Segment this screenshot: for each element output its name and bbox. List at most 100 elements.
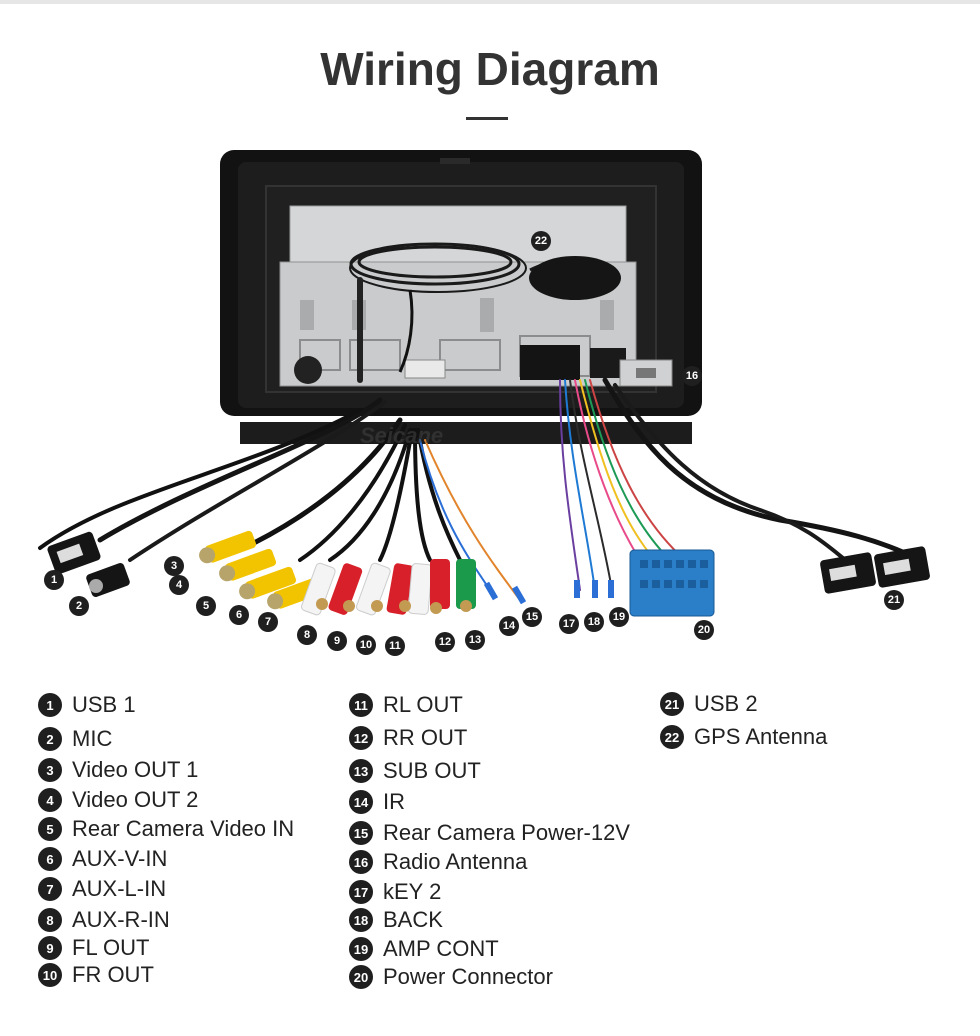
legend-item-12: 12 RR OUT: [349, 725, 467, 751]
legend-number-badge: 9: [38, 936, 62, 960]
callout-8: 8: [297, 625, 317, 645]
callout-20: 20: [694, 620, 714, 640]
title-underline: [466, 117, 508, 120]
legend-item-8: 8 AUX-R-IN: [38, 907, 170, 933]
legend-label: MIC: [72, 726, 113, 751]
wire-ends: [483, 580, 614, 605]
legend-number-badge: 22: [660, 725, 684, 749]
legend-number-badge: 15: [349, 821, 373, 845]
callout-5: 5: [196, 596, 216, 616]
legend-item-21: 21 USB 2: [660, 691, 758, 717]
callout-11: 11: [385, 636, 405, 656]
callout-10: 10: [356, 635, 376, 655]
callout-3: 3: [164, 556, 184, 576]
usb2-plugs: [820, 546, 930, 594]
legend-label: Radio Antenna: [383, 849, 528, 874]
callout-18: 18: [584, 612, 604, 632]
legend-item-18: 18 BACK: [349, 907, 443, 933]
gps-antenna: [349, 242, 621, 383]
legend-item-3: 3 Video OUT 1: [38, 757, 198, 783]
legend-number-badge: 19: [349, 937, 373, 961]
legend-label: Rear Camera Power-12V: [383, 820, 630, 845]
legend-number-badge: 6: [38, 847, 62, 871]
harness-cables: [38, 377, 923, 601]
callout-12: 12: [435, 632, 455, 652]
watermark: Seicane: [360, 423, 443, 448]
callout-4: 4: [169, 575, 189, 595]
legend-label: AUX-R-IN: [72, 907, 170, 932]
legend-label: Video OUT 2: [72, 787, 199, 812]
legend-item-19: 19 AMP CONT: [349, 936, 499, 962]
callout-22: 22: [531, 231, 551, 251]
legend-item-2: 2 MIC: [38, 726, 112, 752]
legend-number-badge: 2: [38, 727, 62, 751]
legend-label: SUB OUT: [383, 758, 481, 783]
callout-6: 6: [229, 605, 249, 625]
power-connector: [629, 549, 715, 617]
legend-number-badge: 4: [38, 788, 62, 812]
legend-item-5: 5 Rear Camera Video IN: [38, 816, 294, 842]
callout-17: 17: [559, 614, 579, 634]
wiring-diagram-illustration: Seicane: [38, 150, 930, 617]
callout-9: 9: [327, 631, 347, 651]
legend-item-11: 11 RL OUT: [349, 692, 463, 718]
callout-14: 14: [499, 616, 519, 636]
legend-item-4: 4 Video OUT 2: [38, 787, 198, 813]
legend-label: USB 2: [694, 691, 758, 716]
legend-item-16: 16 Radio Antenna: [349, 849, 527, 875]
legend-item-6: 6 AUX-V-IN: [38, 846, 167, 872]
callout-19: 19: [609, 607, 629, 627]
usb1-plug: [47, 531, 101, 575]
legend-item-1: 1 USB 1: [38, 692, 136, 718]
head-unit: [220, 150, 702, 444]
legend-label: RR OUT: [383, 725, 468, 750]
legend-item-20: 20 Power Connector: [349, 964, 553, 990]
legend-number-badge: 5: [38, 817, 62, 841]
legend-label: AUX-V-IN: [72, 846, 168, 871]
legend-item-7: 7 AUX-L-IN: [38, 876, 166, 902]
callout-15: 15: [522, 607, 542, 627]
callout-7: 7: [258, 612, 278, 632]
legend-label: USB 1: [72, 692, 136, 717]
legend-item-14: 14 IR: [349, 789, 405, 815]
page-title: Wiring Diagram: [320, 43, 660, 95]
legend-label: FL OUT: [72, 935, 150, 960]
top-divider: [0, 0, 980, 4]
legend-number-badge: 1: [38, 693, 62, 717]
legend-number-badge: 10: [38, 963, 62, 987]
legend-label: BACK: [383, 907, 443, 932]
legend-item-9: 9 FL OUT: [38, 935, 149, 961]
legend-label: Video OUT 1: [72, 757, 199, 782]
legend-number-badge: 12: [349, 726, 373, 750]
legend-number-badge: 20: [349, 965, 373, 989]
legend-number-badge: 11: [349, 693, 373, 717]
legend-number-badge: 21: [660, 692, 684, 716]
callout-21: 21: [884, 590, 904, 610]
legend-number-badge: 8: [38, 908, 62, 932]
legend-number-badge: 14: [349, 790, 373, 814]
legend-label: Power Connector: [383, 964, 553, 989]
legend-number-badge: 16: [349, 850, 373, 874]
legend-label: AMP CONT: [383, 936, 499, 961]
rca-plugs: [199, 530, 476, 616]
legend-item-17: 17 kEY 2: [349, 879, 441, 905]
legend-number-badge: 7: [38, 877, 62, 901]
legend-label: IR: [383, 789, 405, 814]
mic-plug: [86, 563, 130, 597]
legend-number-badge: 13: [349, 759, 373, 783]
legend-label: kEY 2: [383, 879, 442, 904]
legend-label: AUX-L-IN: [72, 876, 167, 901]
legend-label: RL OUT: [383, 692, 463, 717]
legend-item-13: 13 SUB OUT: [349, 758, 481, 784]
legend-item-15: 15 Rear Camera Power-12V: [349, 820, 630, 846]
callout-13: 13: [465, 630, 485, 650]
legend-number-badge: 3: [38, 758, 62, 782]
callout-1: 1: [44, 570, 64, 590]
legend-number-badge: 18: [349, 908, 373, 932]
callout-2: 2: [69, 596, 89, 616]
legend-label: Rear Camera Video IN: [72, 816, 295, 841]
callout-16: 16: [682, 366, 702, 386]
legend-number-badge: 17: [349, 880, 373, 904]
